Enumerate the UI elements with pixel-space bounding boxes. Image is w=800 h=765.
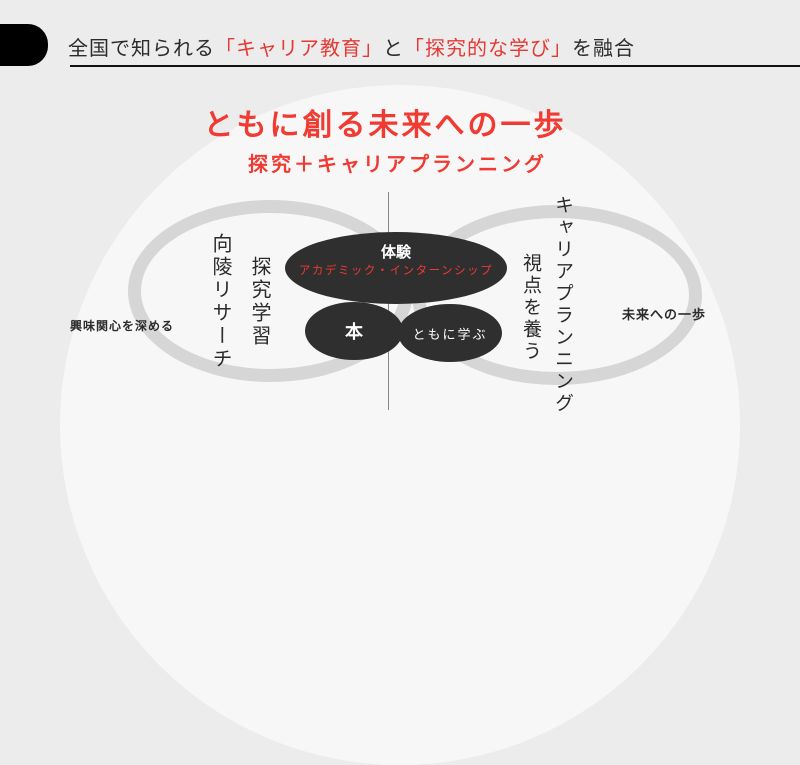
- background-circle: [60, 85, 740, 765]
- experience-ellipse: [285, 232, 507, 304]
- headline: ともに創る未来への一歩: [203, 108, 567, 143]
- learn-together-ellipse: ともに学ぶ: [398, 304, 502, 362]
- book-ellipse: 本: [305, 302, 403, 360]
- deepen-interest-label: 興味関心を深める: [70, 319, 175, 333]
- title-part: を融合: [572, 36, 635, 60]
- title-part: 全国で知られる: [68, 36, 215, 60]
- subheadline: 探究＋キャリアプランニング: [248, 152, 547, 176]
- experience-label: 体験: [380, 243, 411, 261]
- step-to-future-label: 未来への一歩: [622, 308, 707, 323]
- header-tab: [0, 24, 48, 66]
- koryo-research-label: 向陵リサーチ: [209, 233, 233, 371]
- title-highlight-career: 「キャリア教育」: [215, 36, 383, 60]
- internship-label: アカデミック・インターンシップ: [298, 263, 494, 277]
- title-underline: [70, 65, 800, 67]
- inquiry-learning-label: 探究学習: [248, 256, 272, 348]
- perspective-label: 視点を養う: [520, 253, 542, 363]
- career-planning-label: キャリアプランニング: [552, 195, 574, 415]
- title-highlight-inquiry: 「探究的な学び」: [404, 36, 572, 60]
- book-label: 本: [345, 322, 363, 343]
- title-part: と: [383, 36, 404, 60]
- slide-title: 全国で知られる「キャリア教育」と「探究的な学び」を融合: [68, 32, 635, 61]
- learn-together-label: ともに学ぶ: [412, 327, 488, 343]
